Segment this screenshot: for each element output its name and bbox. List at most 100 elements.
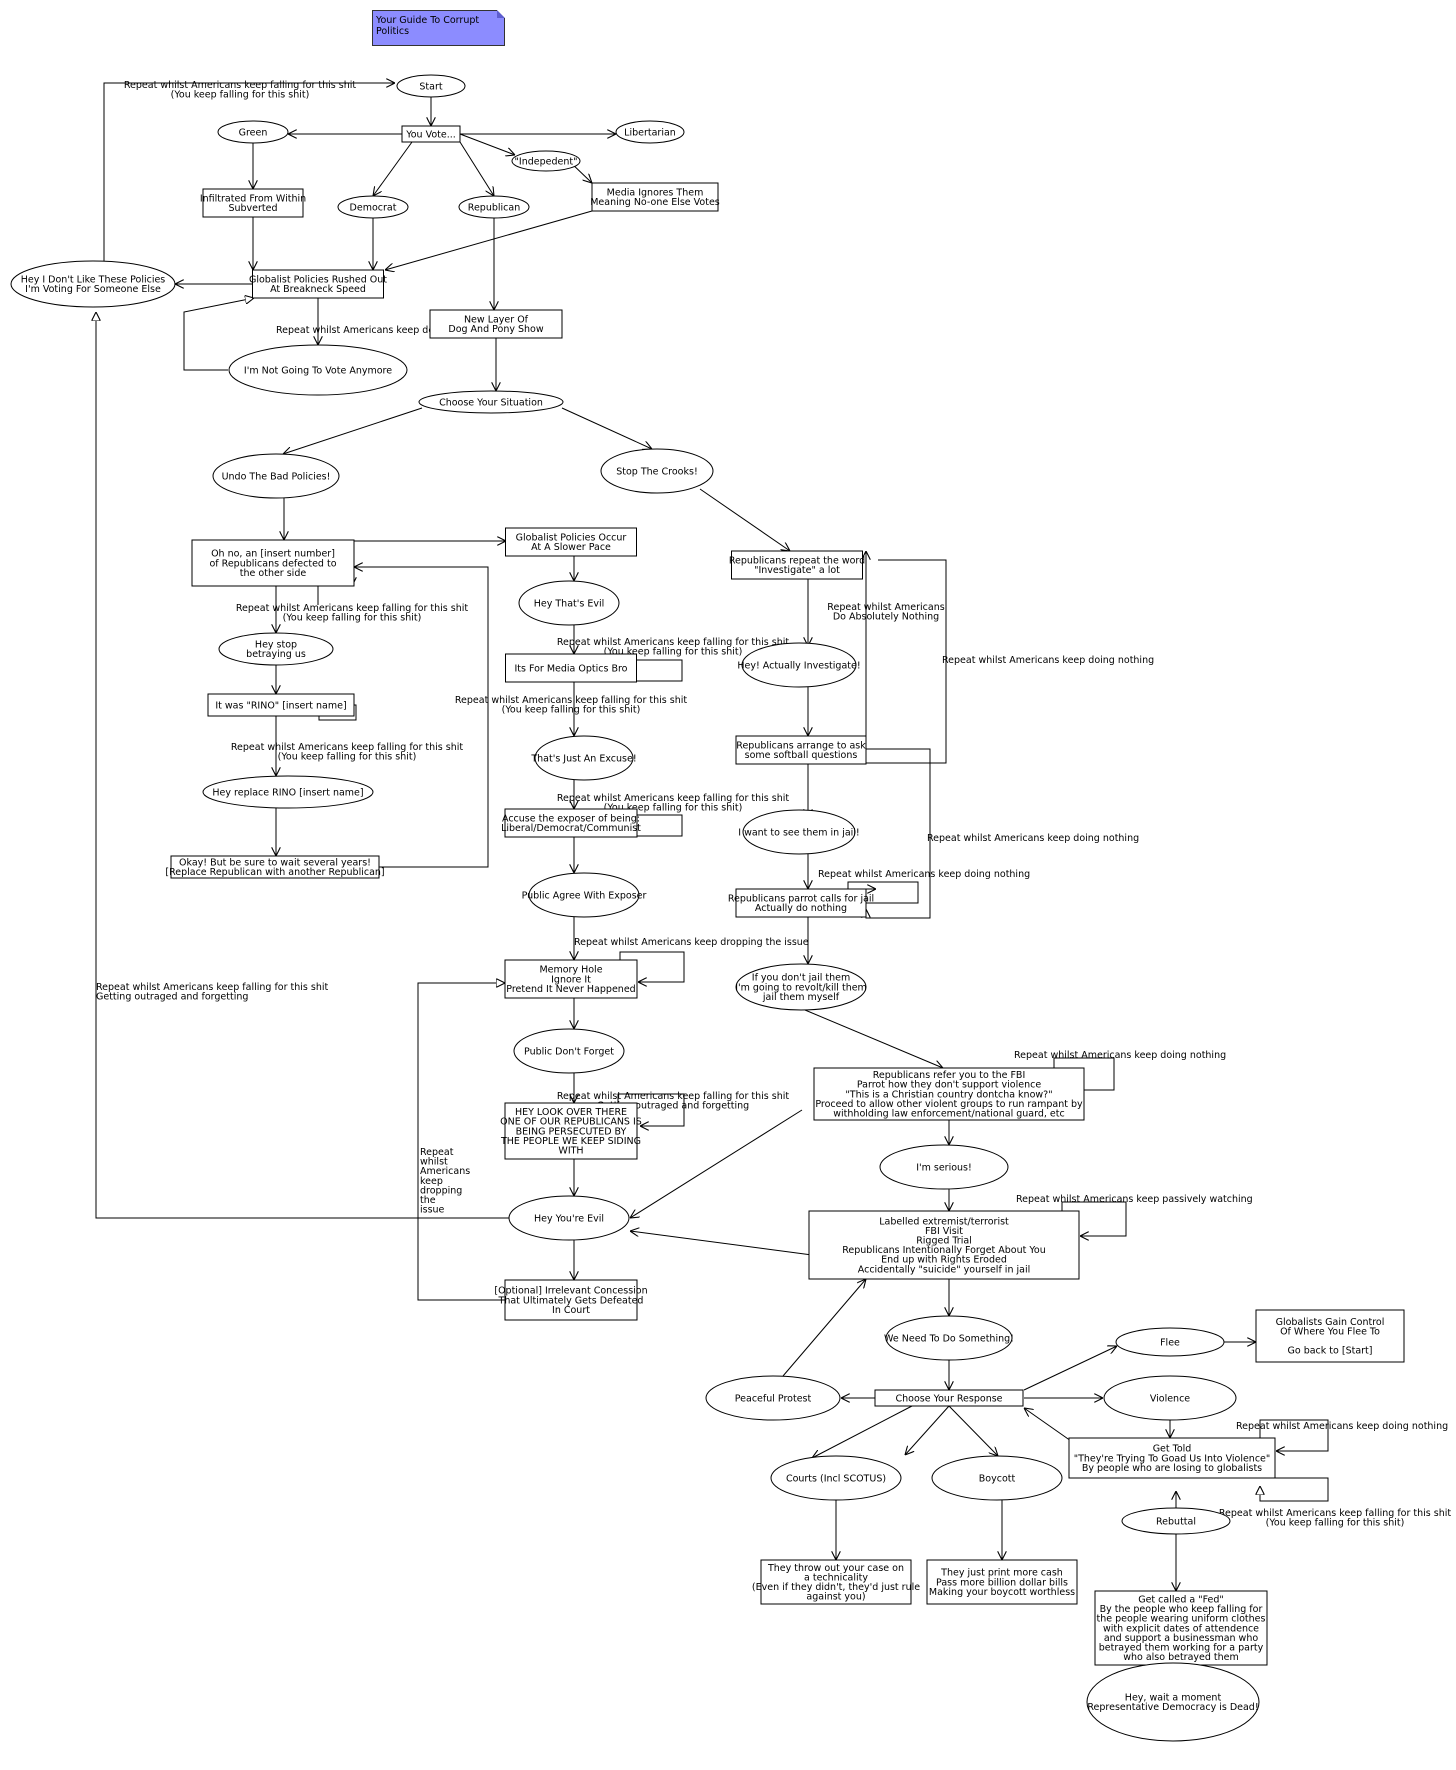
node-media-optics: Its For Media Optics Bro xyxy=(505,653,637,683)
node-label-media-optics-line: Its For Media Optics Bro xyxy=(514,663,627,674)
edge-74 xyxy=(812,1405,913,1458)
node-label-refer-fbi-line: withholding law enforcement/national gua… xyxy=(833,1109,1064,1120)
edge-label-line: Repeat whilst Americans xyxy=(827,602,944,613)
node-label-choose-response-line: Choose Your Response xyxy=(895,1393,1002,1404)
node-label-replace-rino-line: Hey replace RINO [insert name] xyxy=(212,787,363,798)
node-ellipse xyxy=(741,642,857,688)
edge-label-line: Repeat whilst Americans keep dropping th… xyxy=(574,937,809,948)
node-flee: Flee xyxy=(1115,1327,1225,1357)
diagram-title-note: Your Guide To Corrupt Politics xyxy=(372,10,505,46)
node-box xyxy=(505,653,637,683)
node-ellipse xyxy=(931,1455,1063,1501)
node-label-persecuted-line: WITH xyxy=(558,1146,583,1157)
edge-40 xyxy=(866,748,931,919)
node-label-im-serious: I'm serious! xyxy=(916,1162,972,1173)
edge-label-passively-watching: Repeat whilst Americans keep passively w… xyxy=(1016,1194,1253,1205)
edge-18 xyxy=(561,407,652,449)
node-label-accuse-exposer-line: Accuse the exposer of being: xyxy=(502,814,640,825)
edge-label-accuse-loop: Repeat whilst Americans keep falling for… xyxy=(557,793,790,814)
node-label-labelled-extremist-line: Accidentally "suicide" yourself in jail xyxy=(858,1264,1030,1275)
edge-label-top-loop: Repeat whilst Americans keep falling for… xyxy=(124,80,357,101)
edge-label-doing-nothing-right: Repeat whilst Americans keep doing nothi… xyxy=(942,655,1154,666)
node-label-just-excuse-line: That's Just An Excuse! xyxy=(530,753,636,764)
node-label-not-voting-line: I'm Not Going To Vote Anymore xyxy=(244,365,392,376)
note-fold-corner xyxy=(497,10,505,18)
node-ellipse xyxy=(742,809,856,855)
node-box xyxy=(504,808,638,838)
edge-73 xyxy=(948,1405,998,1456)
node-label-technicality-line: a technicality xyxy=(804,1573,868,1584)
node-label-parrot-calls-line: Actually do nothing xyxy=(755,903,847,914)
node-label-start-line: Start xyxy=(419,81,442,92)
node-label-defected-line: of Republicans defected to xyxy=(209,558,336,569)
node-label-you-vote-line: You Vote... xyxy=(405,129,456,140)
node-label-public-agree: Public Agree With Exposer xyxy=(522,890,647,901)
edge-label-line: Repeat whilst Americans keep falling for… xyxy=(557,793,790,804)
edge-21 xyxy=(699,488,790,551)
node-ellipse xyxy=(1086,1662,1260,1742)
node-label-you-vote: You Vote... xyxy=(405,129,456,140)
node-label-get-told-line: Get Told xyxy=(1153,1444,1192,1455)
edge-label-doing-nothing-parrot: Repeat whilst Americans keep doing nothi… xyxy=(818,869,1030,880)
node-label-globalists-control-line: Of Where You Flee To xyxy=(1280,1327,1380,1338)
edge-51 xyxy=(617,1093,685,1126)
edge-label-outraged-loop: Repeat whilst Americans keep falling for… xyxy=(557,1091,790,1112)
edge-label-line: (You keep falling for this shit) xyxy=(502,705,641,716)
edge-label-line: (You keep falling for this shit) xyxy=(278,752,417,763)
node-ellipse xyxy=(600,448,714,494)
node-label-libertarian: Libertarian xyxy=(624,127,676,138)
edge-label-rino-loop: Repeat whilst Americans keep falling for… xyxy=(231,742,464,763)
node-label-public-dont-forget: Public Don't Forget xyxy=(524,1046,614,1057)
node-ellipse xyxy=(218,632,334,666)
node-label-get-told: Get Told"They're Trying To Goad Us Into … xyxy=(1074,1444,1271,1474)
edge-label-line: the xyxy=(420,1195,436,1206)
node-label-see-jail: I want to see them in jail! xyxy=(738,827,860,838)
edge-11 xyxy=(385,210,593,270)
node-label-refer-fbi-line: "This is a Christian country dontcha kno… xyxy=(845,1089,1052,1100)
node-ellipse xyxy=(879,1144,1009,1190)
edge-label-line: Repeat whilst Americans keep falling for… xyxy=(231,742,464,753)
node-label-defected-line: Oh no, an [insert number] xyxy=(211,549,335,560)
node-label-memory-hole-line: Pretend It Never Happened xyxy=(506,984,635,995)
node-box xyxy=(735,735,867,765)
node-green: Green xyxy=(217,120,289,144)
edge-14 xyxy=(183,298,254,371)
node-label-stop-crooks-line: Stop The Crooks! xyxy=(616,466,698,477)
node-label-investigate-word: Republicans repeat the word"Investigate"… xyxy=(729,556,865,577)
node-label-peaceful-protest-line: Peaceful Protest xyxy=(735,1393,812,1404)
node-called-fed: Get called a "Fed"By the people who keep… xyxy=(1094,1590,1268,1666)
node-label-actually-investigate-line: Hey! Actually Investigate! xyxy=(737,660,860,671)
node-label-persecuted-line: BEING PERSECUTED BY xyxy=(516,1126,627,1137)
edge-label-line: Repeat whilst Americans keep falling for… xyxy=(455,695,688,706)
edge-53 xyxy=(630,1109,803,1218)
node-stop-crooks: Stop The Crooks! xyxy=(600,448,714,494)
node-ellipse xyxy=(534,735,634,781)
node-box xyxy=(170,855,380,879)
node-label-republican: Republican xyxy=(468,202,520,213)
node-wait-years: Okay! But be sure to wait several years!… xyxy=(165,855,385,879)
edge-label-line: Repeat whilst Americans keep falling for… xyxy=(557,637,790,648)
edge-49 xyxy=(1053,1057,1115,1090)
node-ellipse xyxy=(458,195,530,219)
node-label-called-fed-line: who also betrayed them xyxy=(1123,1652,1239,1663)
node-label-undo-policies: Undo The Bad Policies! xyxy=(222,471,331,482)
node-ellipse xyxy=(508,1195,630,1241)
node-choose-response: Choose Your Response xyxy=(874,1389,1024,1407)
node-label-flee-line: Flee xyxy=(1160,1337,1180,1348)
